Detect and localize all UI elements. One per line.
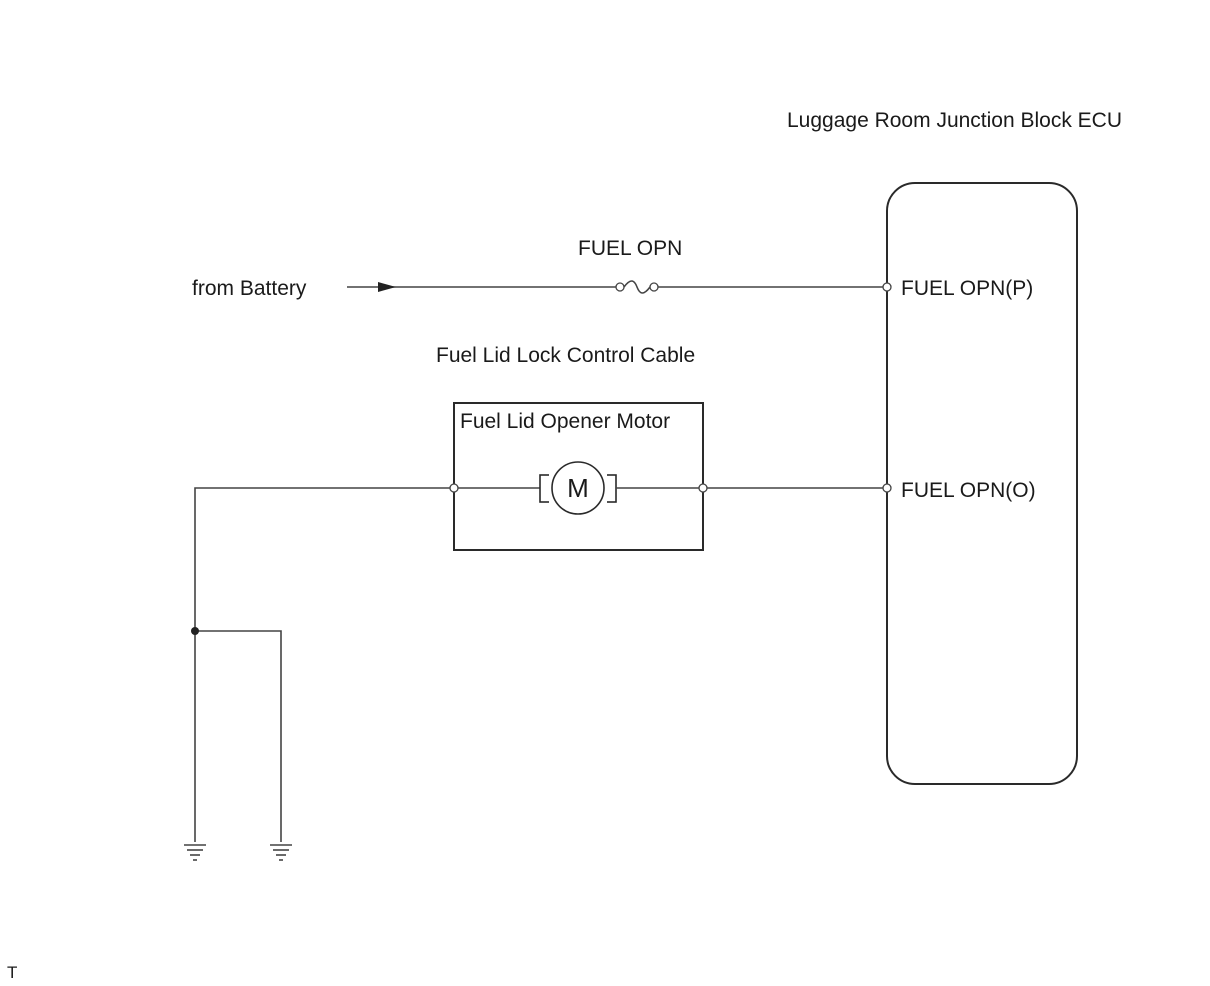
footer-mark: T: [7, 963, 17, 982]
motor-terminal-left: [449, 483, 459, 493]
ecu-block: Luggage Room Junction Block ECU: [787, 109, 1122, 785]
ecu-pin-power-label: FUEL OPN(P): [901, 277, 1033, 300]
output-circuit: FUEL OPN(O): [707, 479, 1036, 502]
motor-terminal-right: [698, 483, 708, 493]
junction-dot: [191, 627, 199, 635]
ecu-title: Luggage Room Junction Block ECU: [787, 109, 1122, 132]
motor-symbol: M: [567, 473, 589, 503]
ground-wire-branch: [195, 630, 282, 842]
arrow-right-icon: [378, 282, 396, 292]
ground-circuit: [184, 487, 450, 861]
motor-icon: M: [539, 461, 617, 515]
power-circuit: from Battery FUEL OPN FUEL OPN(P): [192, 237, 1033, 300]
ecu-pin-output-label: FUEL OPN(O): [901, 479, 1036, 502]
ground-icon: [184, 844, 206, 861]
cable-label: Fuel Lid Lock Control Cable: [436, 344, 695, 367]
ground-icon: [270, 844, 292, 861]
motor-box: [453, 402, 704, 551]
fuse-label: FUEL OPN: [578, 237, 682, 260]
battery-source-label: from Battery: [192, 277, 307, 300]
ecu-terminal-o: [882, 483, 892, 493]
motor-block: Fuel Lid Opener Motor M: [449, 402, 708, 551]
motor-label: Fuel Lid Opener Motor: [460, 410, 670, 433]
ecu-terminal-p: [882, 282, 892, 292]
fuse-icon: [615, 280, 659, 294]
ground-wire-main: [194, 487, 450, 842]
